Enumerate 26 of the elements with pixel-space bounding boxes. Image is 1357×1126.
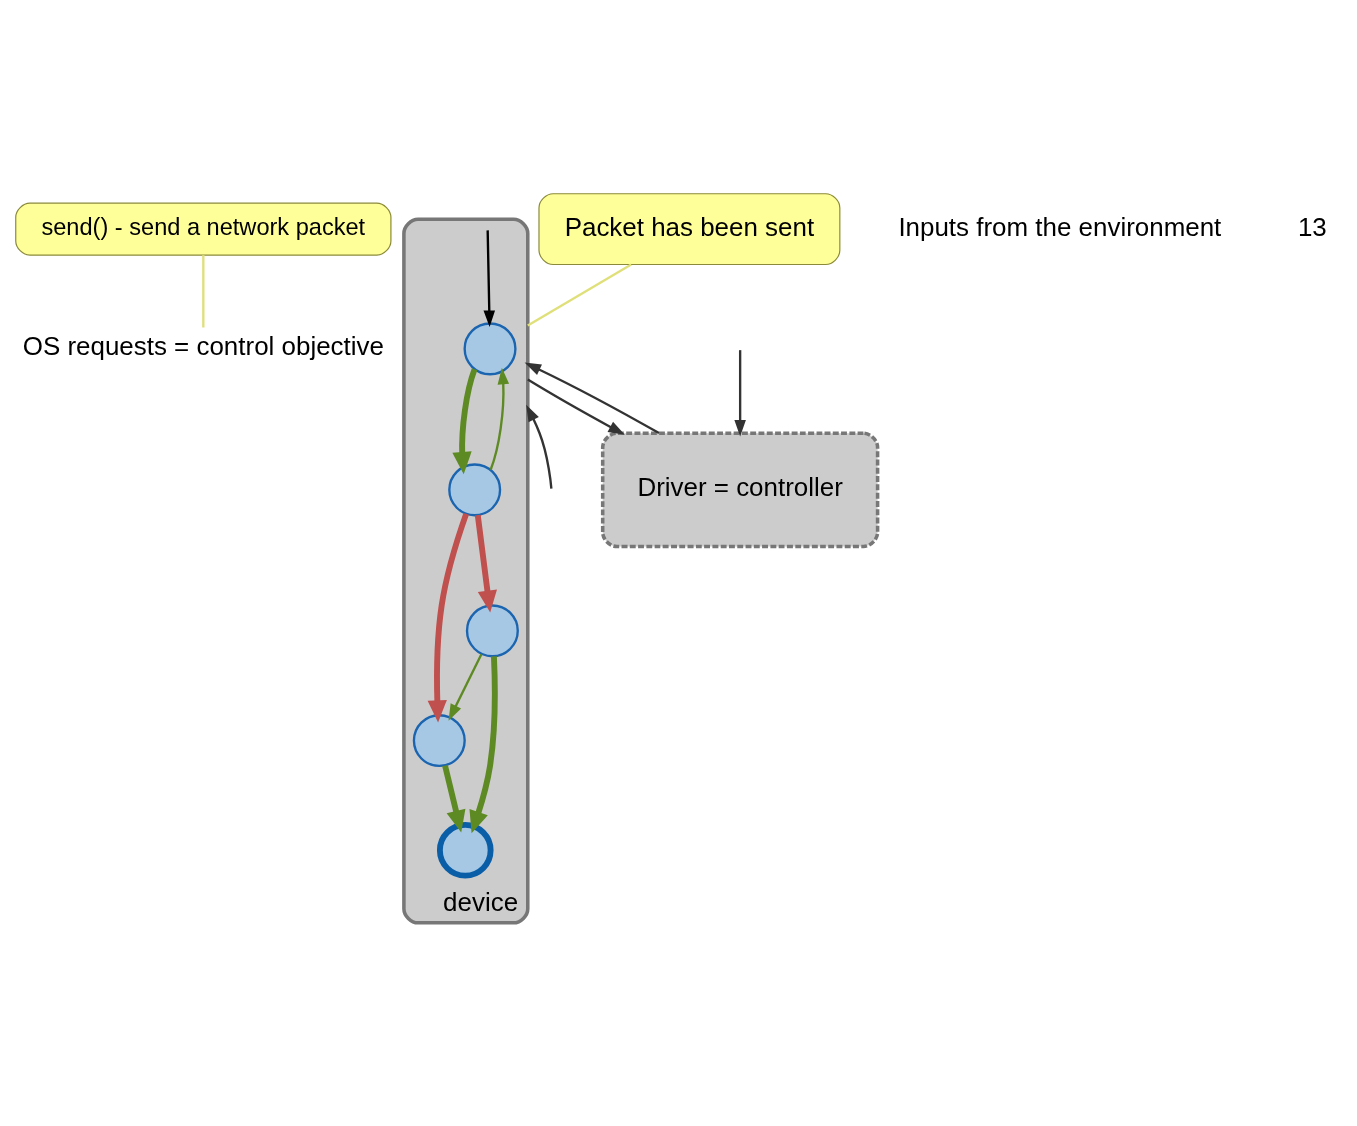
label: Inputs from the environment bbox=[898, 212, 1222, 241]
arrow bbox=[427, 512, 469, 723]
arrow bbox=[527, 378, 625, 435]
node-text: OS requests = control objective bbox=[22, 332, 384, 361]
cluster: device bbox=[402, 217, 530, 925]
node-box: Packet has been sent bbox=[538, 193, 841, 266]
node-circle bbox=[463, 322, 517, 376]
node-circle bbox=[436, 821, 494, 879]
node-box: Driver = controller bbox=[600, 431, 880, 549]
arrow bbox=[524, 362, 660, 435]
arrow bbox=[474, 514, 497, 613]
arrow bbox=[526, 404, 553, 489]
arrow bbox=[448, 653, 483, 721]
arrow bbox=[483, 230, 496, 328]
arrow bbox=[452, 368, 478, 475]
arrow bbox=[489, 367, 510, 471]
connector bbox=[527, 263, 632, 327]
arrow bbox=[442, 764, 466, 833]
arrow bbox=[469, 656, 498, 834]
label: 13 bbox=[1297, 212, 1327, 241]
arrow bbox=[734, 350, 746, 437]
node-circle bbox=[412, 714, 466, 768]
node-circle bbox=[465, 604, 519, 658]
node-circle bbox=[448, 463, 502, 517]
connector bbox=[202, 255, 205, 328]
node-box: send() - send a network packet bbox=[15, 202, 392, 256]
